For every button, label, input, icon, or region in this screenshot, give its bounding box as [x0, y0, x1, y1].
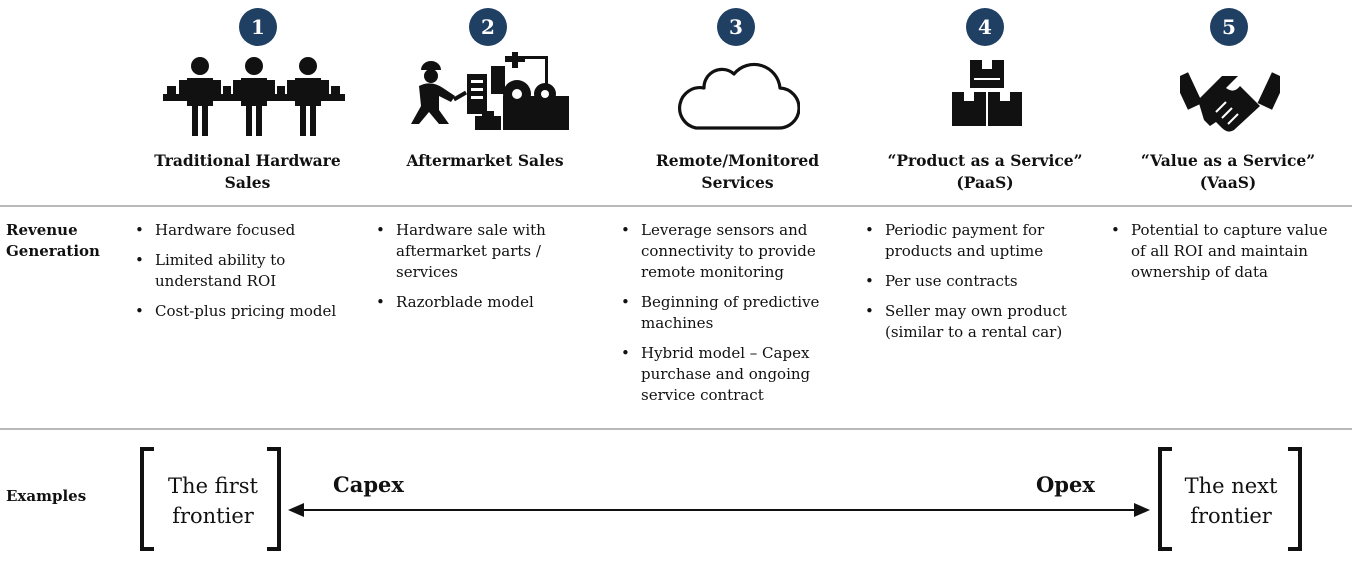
- stage-number-badge: 5: [1210, 8, 1248, 46]
- stage-title: Remote/Monitored Services: [655, 151, 820, 192]
- workers-assembly-line-icon: [163, 57, 345, 136]
- stage-bullet-list: Leverage sensors and connectivity to pro…: [617, 220, 845, 415]
- stage-bullet-list: Periodic payment for products and uptime…: [861, 220, 1091, 352]
- right-bracket-frame: [1158, 447, 1302, 551]
- list-item: Seller may own product (similar to a ren…: [861, 301, 1091, 343]
- stage-bullet-list: Potential to capture value of all ROI an…: [1107, 220, 1337, 292]
- stage-number-badge: 2: [469, 8, 507, 46]
- next-frontier-label: The next frontier: [1184, 474, 1278, 528]
- list-item: Cost-plus pricing model: [131, 301, 361, 322]
- list-item: Hardware sale with aftermarket parts / s…: [372, 220, 602, 283]
- row-label-revenue: Revenue Generation: [6, 221, 100, 260]
- first-frontier-label: The first frontier: [168, 474, 258, 528]
- mechanic-repair-icon: [411, 52, 569, 130]
- stage-number-badge: 1: [239, 8, 277, 46]
- list-item: Razorblade model: [372, 292, 602, 313]
- list-item: Beginning of predictive machines: [617, 292, 845, 334]
- capex-opex-arrow: [288, 503, 1150, 517]
- stage-title: Traditional Hardware Sales: [154, 151, 341, 192]
- list-item: Per use contracts: [861, 271, 1091, 292]
- divider-top: [0, 205, 1352, 207]
- capex-label: Capex: [333, 472, 404, 497]
- stage-title: “Value as a Service” (VaaS): [1140, 151, 1316, 192]
- stage-number-badge: 3: [717, 8, 755, 46]
- left-bracket-frame: [140, 447, 281, 551]
- list-item: Periodic payment for products and uptime: [861, 220, 1091, 262]
- opex-label: Opex: [1036, 472, 1095, 497]
- stage-bullet-list: Hardware focused Limited ability to unde…: [131, 220, 361, 331]
- list-item: Hardware focused: [131, 220, 361, 241]
- cloud-icon: [678, 62, 800, 130]
- stage-title: “Product as a Service” (PaaS): [887, 151, 1083, 192]
- row-label-examples: Examples: [6, 487, 87, 505]
- stage-bullet-list: Hardware sale with aftermarket parts / s…: [372, 220, 602, 322]
- list-item: Leverage sensors and connectivity to pro…: [617, 220, 845, 283]
- divider-middle: [0, 428, 1352, 430]
- stage-title: Aftermarket Sales: [406, 151, 564, 170]
- list-item: Limited ability to understand ROI: [131, 250, 361, 292]
- boxes-icon: [952, 60, 1022, 126]
- handshake-icon: [1180, 72, 1280, 132]
- list-item: Potential to capture value of all ROI an…: [1107, 220, 1337, 283]
- list-item: Hybrid model – Capex purchase and ongoin…: [617, 343, 845, 406]
- stage-number-badge: 4: [966, 8, 1004, 46]
